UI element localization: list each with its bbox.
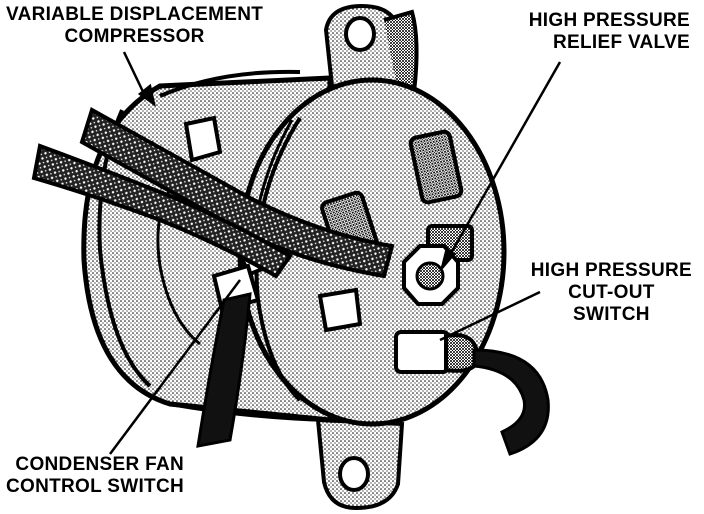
label-condenser-fan-control-switch: CONDENSER FAN CONTROL SWITCH [6,454,184,498]
bottom-mounting-ear [315,417,405,511]
leader-lines [108,51,562,455]
cutout-switch-wire [472,348,550,456]
fan-switch-hose [196,292,252,448]
label-line: RELIEF VALVE [553,32,690,53]
label-line: COMPRESSOR [64,26,205,47]
top-mounting-ear [323,3,419,94]
label-line: CUT-OUT [568,282,655,303]
label-line: CONTROL SWITCH [6,476,185,497]
arrowhead-compressor [137,83,156,107]
label-line: HIGH PRESSURE [528,10,690,31]
label-variable-displacement-compressor: VARIABLE DISPLACEMENT COMPRESSOR [6,4,263,48]
leader-fan-switch [108,279,242,455]
label-line: HIGH PRESSURE [530,260,692,281]
refrigerant-hoses [31,107,395,279]
label-line: CONDENSER FAN [15,454,185,475]
cutout-switch [394,330,481,374]
arrowhead-relief-valve [440,250,457,269]
leader-compressor [122,51,148,99]
label-high-pressure-relief-valve: HIGH PRESSURE RELIEF VALVE [529,10,690,54]
label-line: VARIABLE DISPLACEMENT [6,4,264,25]
leader-cutout-switch [439,290,541,342]
label-high-pressure-cutout-switch: HIGH PRESSURE CUT-OUT SWITCH [531,260,692,326]
label-line: SWITCH [573,304,650,325]
leader-relief-valve [444,61,562,263]
